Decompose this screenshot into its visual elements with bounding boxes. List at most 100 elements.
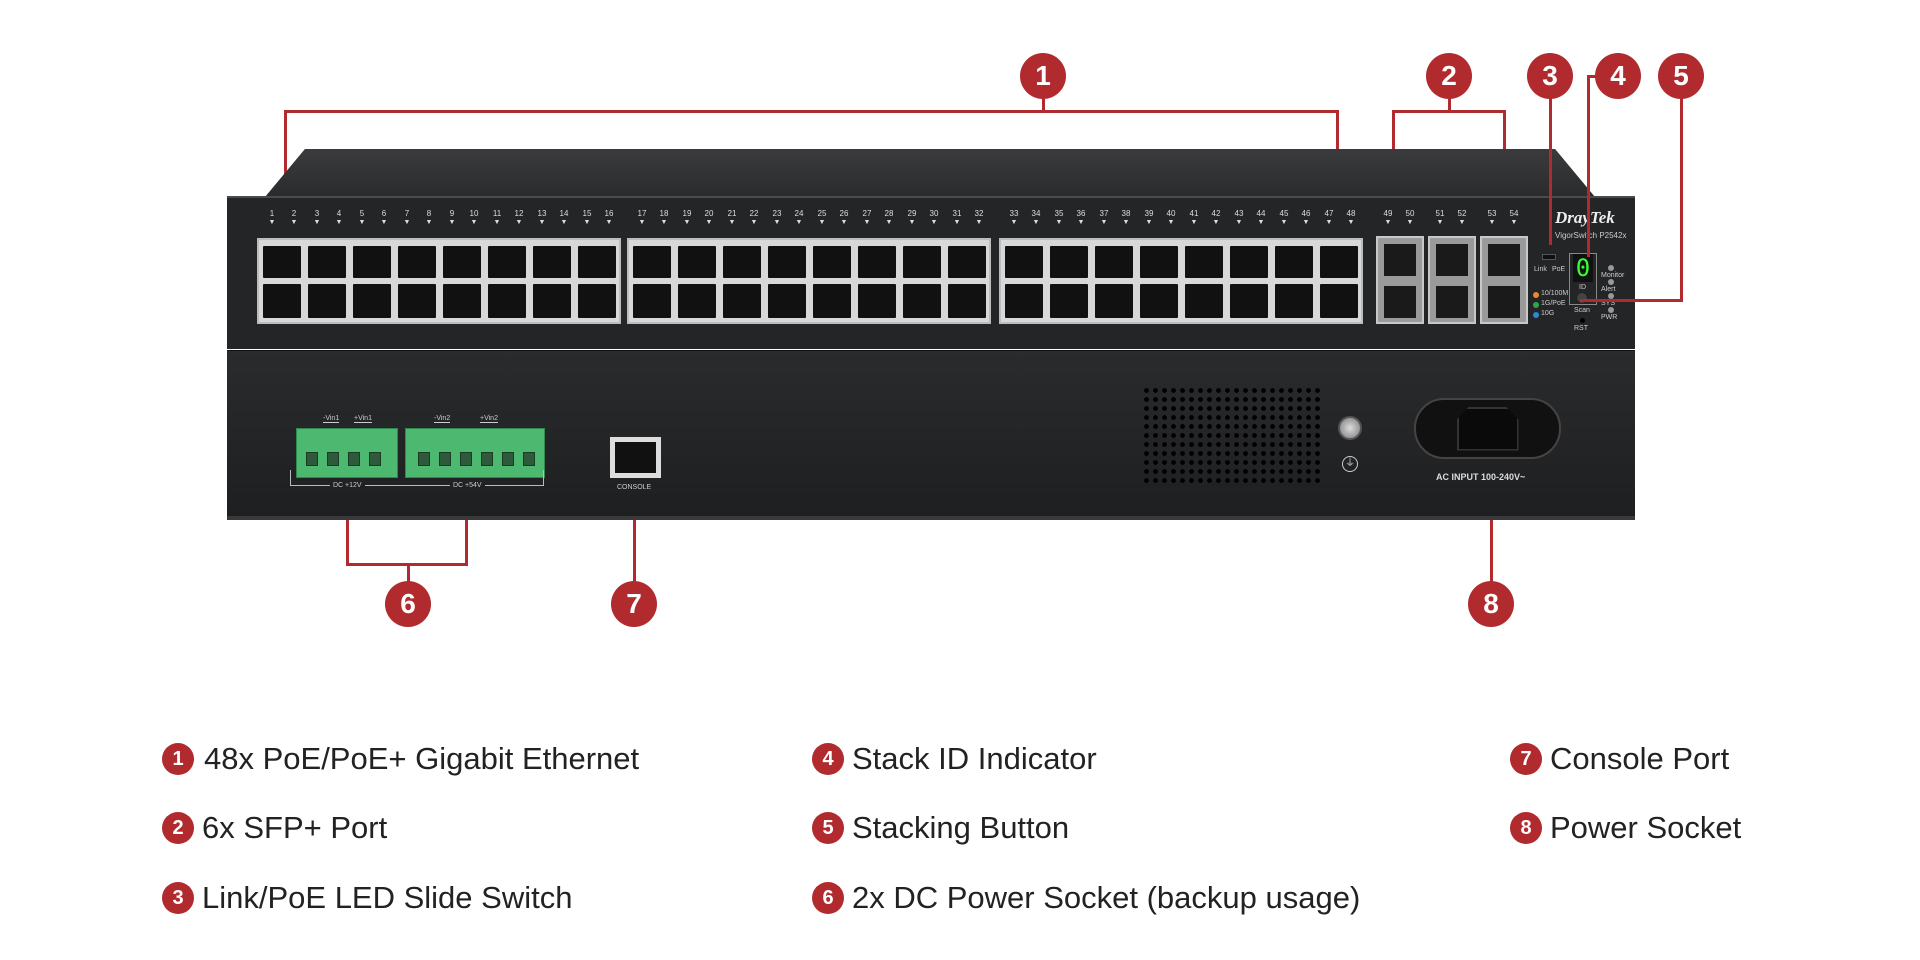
rj45-port[interactable] xyxy=(1140,284,1178,318)
rj45-port[interactable] xyxy=(1095,284,1133,318)
rj45-port[interactable] xyxy=(398,246,436,278)
sfp-port[interactable] xyxy=(1436,244,1468,276)
status-led-label: Alert xyxy=(1601,286,1616,293)
port-number: 21 xyxy=(727,209,737,218)
port-number: 12 xyxy=(514,209,524,218)
port-arrow-icon: ▼ xyxy=(1302,219,1310,226)
rj45-port[interactable] xyxy=(398,284,436,318)
vin2-plus-label: +Vin2 xyxy=(480,415,498,423)
rj45-port[interactable] xyxy=(263,284,301,318)
rj45-port[interactable] xyxy=(903,246,941,278)
port-number: 14 xyxy=(559,209,569,218)
rj45-port[interactable] xyxy=(1185,284,1223,318)
sfp-number: 49 xyxy=(1383,209,1393,218)
port-number: 30 xyxy=(929,209,939,218)
rj45-port[interactable] xyxy=(858,284,896,318)
port-number: 22 xyxy=(749,209,759,218)
rj45-port[interactable] xyxy=(578,246,616,278)
rj45-port[interactable] xyxy=(903,284,941,318)
reset-button[interactable] xyxy=(1580,318,1585,323)
rj45-port[interactable] xyxy=(443,246,481,278)
terminal-slot xyxy=(439,452,451,466)
rj45-port[interactable] xyxy=(1275,284,1313,318)
led-slide-switch[interactable] xyxy=(1542,254,1556,260)
rj45-port[interactable] xyxy=(633,246,671,278)
sfp-port[interactable] xyxy=(1384,286,1416,318)
rj45-port[interactable] xyxy=(813,246,851,278)
rj45-port[interactable] xyxy=(768,284,806,318)
callout-4: 4 xyxy=(1595,53,1641,99)
legend-number: 2 xyxy=(162,812,194,844)
console-port[interactable] xyxy=(610,437,661,478)
port-number: 43 xyxy=(1234,209,1244,218)
legend-number: 5 xyxy=(812,812,844,844)
rj45-port[interactable] xyxy=(263,246,301,278)
port-number: 29 xyxy=(907,209,917,218)
rj45-port[interactable] xyxy=(633,284,671,318)
rj45-port[interactable] xyxy=(1050,246,1088,278)
rj45-port[interactable] xyxy=(488,246,526,278)
bracket-1 xyxy=(284,110,1338,113)
rj45-port[interactable] xyxy=(1005,246,1043,278)
port-arrow-icon: ▼ xyxy=(470,219,478,226)
port-arrow-icon: ▼ xyxy=(1325,219,1333,226)
rj45-port[interactable] xyxy=(1275,246,1313,278)
rj45-port[interactable] xyxy=(1050,284,1088,318)
callout-1: 1 xyxy=(1020,53,1066,99)
line-3 xyxy=(1549,90,1552,245)
rj45-port[interactable] xyxy=(353,246,391,278)
scan-button[interactable] xyxy=(1576,292,1588,304)
port-number: 37 xyxy=(1099,209,1109,218)
rj45-port[interactable] xyxy=(1230,284,1268,318)
rj45-port[interactable] xyxy=(1140,246,1178,278)
sfp-port[interactable] xyxy=(1384,244,1416,276)
rj45-port[interactable] xyxy=(948,246,986,278)
rj45-port[interactable] xyxy=(1005,284,1043,318)
rj45-port[interactable] xyxy=(533,284,571,318)
rj45-port[interactable] xyxy=(308,284,346,318)
rj45-port[interactable] xyxy=(443,284,481,318)
rj45-port[interactable] xyxy=(308,246,346,278)
sfp-port[interactable] xyxy=(1436,286,1468,318)
status-led-label: Monitor xyxy=(1601,272,1625,279)
port-number: 27 xyxy=(862,209,872,218)
ground-icon: ⏚ xyxy=(1342,456,1358,472)
switch-top-surface xyxy=(265,149,1595,197)
callout-6: 6 xyxy=(385,581,431,627)
rj45-port[interactable] xyxy=(1185,246,1223,278)
port-arrow-icon: ▼ xyxy=(1406,219,1414,226)
port-arrow-icon: ▼ xyxy=(1122,219,1130,226)
port-number: 11 xyxy=(492,209,502,218)
port-number: 25 xyxy=(817,209,827,218)
rj45-port[interactable] xyxy=(533,246,571,278)
legend-text: Stacking Button xyxy=(852,810,1070,845)
rj45-port[interactable] xyxy=(1320,246,1358,278)
sfp-cage xyxy=(1480,236,1528,324)
port-arrow-icon: ▼ xyxy=(358,219,366,226)
rj45-port[interactable] xyxy=(813,284,851,318)
rj45-port[interactable] xyxy=(948,284,986,318)
rj45-port[interactable] xyxy=(1095,246,1133,278)
rj45-port[interactable] xyxy=(723,284,761,318)
vin2-minus-label: -Vin2 xyxy=(434,415,451,423)
sfp-port[interactable] xyxy=(1488,244,1520,276)
legend-text: Console Port xyxy=(1550,741,1730,776)
rj45-port[interactable] xyxy=(768,246,806,278)
rj45-port[interactable] xyxy=(488,284,526,318)
rj45-port[interactable] xyxy=(578,284,616,318)
rj45-port[interactable] xyxy=(1230,246,1268,278)
rj45-port[interactable] xyxy=(723,246,761,278)
rj45-port[interactable] xyxy=(858,246,896,278)
sfp-cage xyxy=(1376,236,1424,324)
rj45-port[interactable] xyxy=(1320,284,1358,318)
sfp-port[interactable] xyxy=(1488,286,1520,318)
legend-text: 48x PoE/PoE+ Gigabit Ethernet xyxy=(204,741,640,776)
port-number: 35 xyxy=(1054,209,1064,218)
speed-label: 1G/PoE xyxy=(1541,300,1566,307)
rj45-port[interactable] xyxy=(678,246,716,278)
rj45-port[interactable] xyxy=(678,284,716,318)
ac-power-socket[interactable] xyxy=(1414,398,1561,459)
speed-led-dot xyxy=(1533,292,1539,298)
ventilation-grille xyxy=(1142,386,1320,484)
rj45-port[interactable] xyxy=(353,284,391,318)
